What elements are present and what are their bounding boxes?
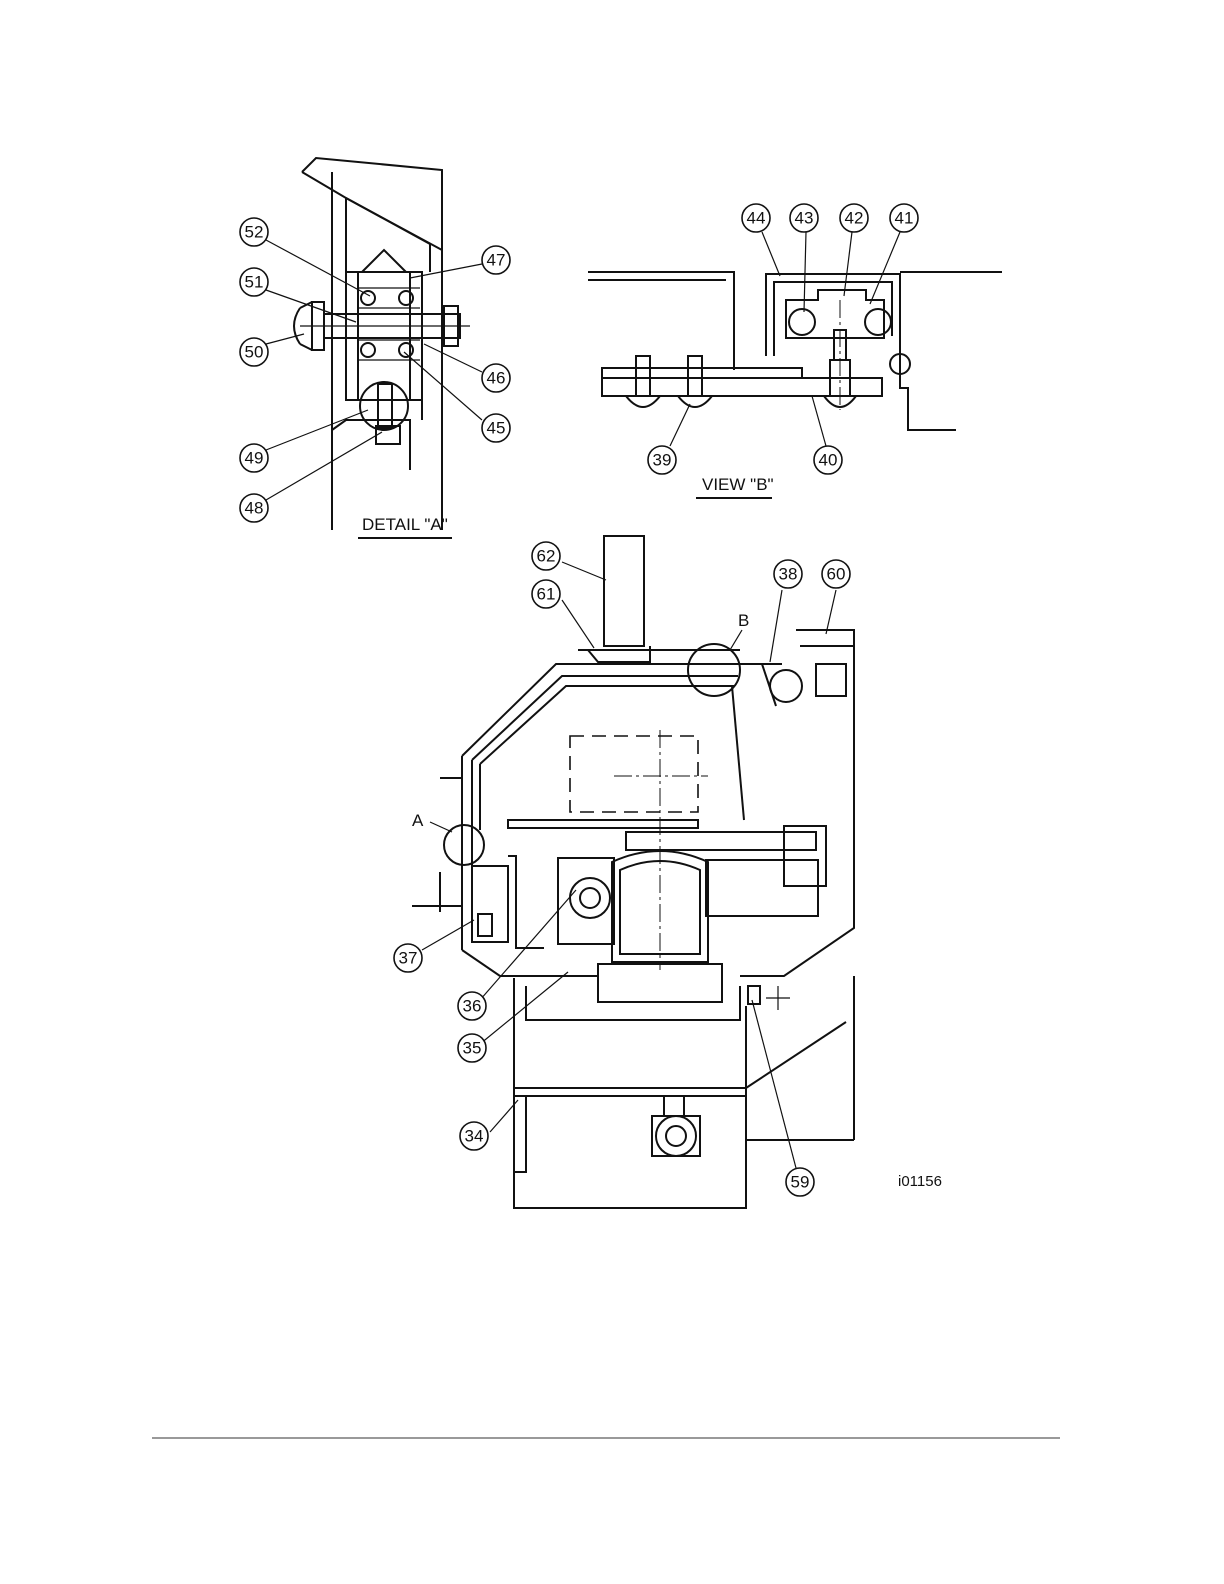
- balloon-46[interactable]: 46: [482, 364, 510, 392]
- svg-text:46: 46: [487, 369, 506, 388]
- balloon-41[interactable]: 41: [890, 204, 918, 232]
- svg-text:62: 62: [537, 547, 556, 566]
- svg-text:61: 61: [537, 585, 556, 604]
- svg-text:47: 47: [487, 251, 506, 270]
- balloon-49[interactable]: 49: [240, 444, 268, 472]
- balloon-40[interactable]: 40: [814, 446, 842, 474]
- balloon-52[interactable]: 52: [240, 218, 268, 246]
- svg-text:35: 35: [463, 1039, 482, 1058]
- svg-text:DETAIL "A": DETAIL "A": [362, 515, 448, 534]
- svg-text:VIEW "B": VIEW "B": [702, 475, 774, 494]
- detail-a-balloons: 52 51 50 49 48 47 46 45: [240, 218, 510, 522]
- detail-a-leaders: [266, 240, 482, 500]
- svg-text:51: 51: [245, 273, 264, 292]
- svg-text:41: 41: [895, 209, 914, 228]
- balloon-48[interactable]: 48: [240, 494, 268, 522]
- balloon-59[interactable]: 59: [786, 1168, 814, 1196]
- svg-text:40: 40: [819, 451, 838, 470]
- svg-text:45: 45: [487, 419, 506, 438]
- balloon-43[interactable]: 43: [790, 204, 818, 232]
- svg-text:43: 43: [795, 209, 814, 228]
- balloon-44[interactable]: 44: [742, 204, 770, 232]
- svg-text:44: 44: [747, 209, 766, 228]
- callout-b-label: B: [738, 611, 749, 630]
- callout-a-label: A: [412, 811, 424, 830]
- balloon-47[interactable]: 47: [482, 246, 510, 274]
- svg-text:38: 38: [779, 565, 798, 584]
- detail-a-title: DETAIL "A": [358, 515, 452, 538]
- balloon-62[interactable]: 62: [532, 542, 560, 570]
- figure-reference: i01156: [898, 1173, 942, 1190]
- balloon-42[interactable]: 42: [840, 204, 868, 232]
- balloon-34[interactable]: 34: [460, 1122, 488, 1150]
- balloon-51[interactable]: 51: [240, 268, 268, 296]
- svg-text:50: 50: [245, 343, 264, 362]
- balloon-61[interactable]: 61: [532, 580, 560, 608]
- detail-a-drawing: [294, 158, 470, 530]
- balloon-39[interactable]: 39: [648, 446, 676, 474]
- balloon-36[interactable]: 36: [458, 992, 486, 1020]
- svg-text:37: 37: [399, 949, 418, 968]
- svg-text:39: 39: [653, 451, 672, 470]
- balloon-38[interactable]: 38: [774, 560, 802, 588]
- view-b-drawing: [588, 272, 1002, 430]
- svg-text:49: 49: [245, 449, 264, 468]
- svg-text:36: 36: [463, 997, 482, 1016]
- balloon-50[interactable]: 50: [240, 338, 268, 366]
- svg-text:34: 34: [465, 1127, 484, 1146]
- view-b-title: VIEW "B": [696, 475, 774, 498]
- balloon-45[interactable]: 45: [482, 414, 510, 442]
- svg-text:60: 60: [827, 565, 846, 584]
- main-view-drawing: [412, 536, 854, 1208]
- balloon-60[interactable]: 60: [822, 560, 850, 588]
- svg-text:42: 42: [845, 209, 864, 228]
- svg-text:52: 52: [245, 223, 264, 242]
- balloon-35[interactable]: 35: [458, 1034, 486, 1062]
- svg-text:48: 48: [245, 499, 264, 518]
- svg-text:59: 59: [791, 1173, 810, 1192]
- balloon-37[interactable]: 37: [394, 944, 422, 972]
